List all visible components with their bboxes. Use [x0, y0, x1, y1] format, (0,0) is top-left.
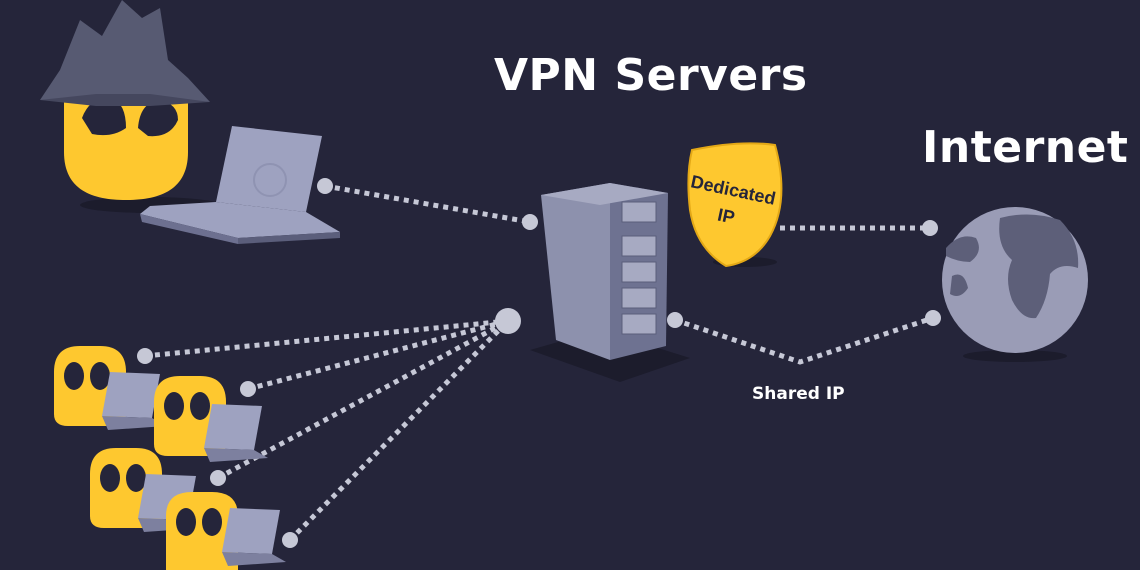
- server-icon: [530, 183, 690, 382]
- hacker-laptop-icon: [140, 126, 340, 244]
- shield-icon: Dedicated IP: [687, 142, 783, 268]
- vpn-servers-title: VPN Servers: [494, 50, 808, 101]
- hub-node: [495, 308, 521, 334]
- globe-icon: [942, 207, 1088, 362]
- link-user1-hub: [144, 318, 509, 359]
- link-user2-hub: [247, 318, 509, 392]
- link-user3-hub: [216, 318, 510, 481]
- hacker-ghost-icon: [40, 0, 220, 213]
- link-hacker-server: [324, 183, 531, 225]
- ghost-user-icon: [154, 376, 268, 462]
- connection-lines: [144, 183, 934, 542]
- ghost-user-icon: [166, 492, 286, 570]
- internet-title: Internet: [922, 122, 1129, 173]
- ghost-user-icon: [90, 448, 202, 532]
- shared-ip-label: Shared IP: [752, 384, 845, 404]
- link-user4-hub: [288, 319, 510, 542]
- link-shared-internet: [674, 315, 934, 365]
- dedicated-ip-label: IP: [716, 205, 737, 228]
- connection-nodes: [137, 178, 941, 548]
- ghost-user-icon: [54, 346, 166, 430]
